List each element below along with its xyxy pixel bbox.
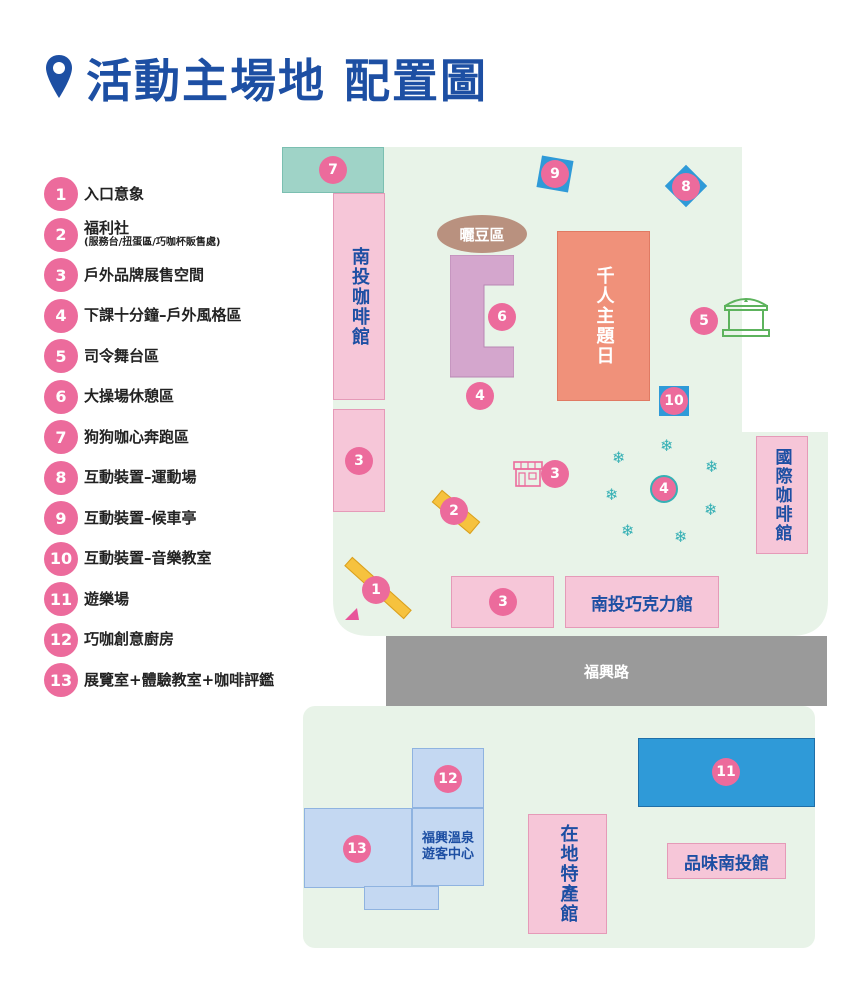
legend-number: 7	[44, 420, 78, 455]
legend-label: 巧咖創意廚房	[84, 630, 175, 649]
legend-item: 7 狗狗咖心奔跑區	[44, 417, 334, 458]
shop-icon	[513, 461, 543, 487]
legend-number: 9	[44, 501, 78, 536]
map-marker-13[interactable]: 13	[343, 835, 371, 863]
legend-number: 10	[44, 541, 78, 576]
legend-item: 5 司令舞台區	[44, 336, 334, 377]
legend-sub-label: (服務台/扭蛋區/巧咖杯販售處)	[84, 237, 221, 249]
legend-label: 福利社(服務台/扭蛋區/巧咖杯販售處)	[84, 220, 220, 249]
map-marker-12[interactable]: 12	[434, 765, 462, 793]
legend-number: 11	[44, 582, 78, 617]
legend-label: 司令舞台區	[84, 346, 160, 365]
legend-number: 4	[44, 298, 78, 333]
theme-day-label: 千人主題日	[593, 266, 615, 366]
legend-label: 入口意象	[84, 184, 145, 203]
legend-number: 5	[44, 339, 78, 374]
title-text: 活動主場地 配置圖	[86, 54, 489, 108]
legend-number: 8	[44, 460, 78, 495]
map-marker-5[interactable]: 5	[690, 307, 718, 335]
area-bean-drying: 曬豆區	[437, 215, 527, 253]
intl-cafe-label: 國際咖啡館	[771, 447, 792, 543]
legend-label: 展覽室+體驗教室+咖啡評鑑	[84, 670, 275, 689]
area-chocolate-hall: 南投巧克力館	[565, 576, 719, 628]
bean-area-label: 曬豆區	[459, 225, 505, 244]
map-marker-3[interactable]: 3	[345, 447, 373, 475]
snowflake-icon: ❄	[612, 448, 626, 467]
legend-item: 11 遊樂場	[44, 579, 334, 620]
road-label: 福興路	[583, 662, 629, 681]
area-exhibition-lower	[364, 886, 439, 910]
legend-number: 2	[44, 217, 78, 252]
legend-number: 12	[44, 622, 78, 657]
map-marker-4[interactable]: 4	[650, 475, 678, 503]
taste-nantou-label: 品味南投館	[684, 853, 769, 874]
legend-item: 8 互動裝置–運動場	[44, 458, 334, 499]
area-booth-left	[333, 409, 385, 512]
map-marker-3[interactable]: 3	[489, 588, 517, 616]
nantou-cafe-label: 南投咖啡館	[349, 246, 370, 347]
legend-label: 互動裝置–候車亭	[84, 508, 197, 527]
map-marker-1[interactable]: 1	[362, 576, 390, 604]
area-taste-nantou: 品味南投館	[667, 843, 786, 879]
map-marker-6[interactable]: 6	[488, 303, 516, 331]
legend-item: 4 下課十分鐘–戶外風格區	[44, 296, 334, 337]
legend-number: 13	[44, 663, 78, 698]
page-title: 活動主場地 配置圖	[44, 48, 488, 108]
snowflake-icon: ❄	[674, 527, 688, 546]
legend-label: 狗狗咖心奔跑區	[84, 427, 190, 446]
area-intl-cafe: 國際咖啡館	[756, 436, 808, 554]
legend-label: 遊樂場	[84, 589, 130, 608]
entrance-arrow-icon	[345, 608, 359, 620]
legend-number: 1	[44, 177, 78, 212]
legend-item: 10 互動裝置–音樂教室	[44, 539, 334, 580]
local-products-label: 在地特產館	[557, 824, 579, 924]
map-marker-9[interactable]: 9	[541, 160, 569, 188]
legend-item: 13 展覽室+體驗教室+咖啡評鑑	[44, 660, 334, 701]
chocolate-hall-label: 南投巧克力館	[591, 594, 693, 615]
snowflake-icon: ❄	[660, 436, 674, 455]
legend-item: 6 大操場休憩區	[44, 377, 334, 418]
snowflake-icon: ❄	[704, 500, 718, 519]
legend-item: 12 巧咖創意廚房	[44, 620, 334, 661]
legend-item: 3 戶外品牌展售空間	[44, 255, 334, 296]
legend-number: 3	[44, 258, 78, 293]
area-local-products: 在地特產館	[528, 814, 607, 934]
snowflake-icon: ❄	[705, 457, 719, 476]
area-rest-zone	[450, 255, 514, 378]
legend-item: 1 入口意象	[44, 174, 334, 215]
map-marker-4[interactable]: 4	[466, 382, 494, 410]
snowflake-icon: ❄	[605, 485, 619, 504]
map-marker-10[interactable]: 10	[660, 387, 688, 415]
legend-number: 6	[44, 379, 78, 414]
legend-label: 互動裝置–運動場	[84, 468, 197, 487]
area-theme-day: 千人主題日	[557, 231, 650, 401]
legend-label: 戶外品牌展售空間	[84, 265, 205, 284]
legend-label: 互動裝置–音樂教室	[84, 549, 212, 568]
location-pin-icon	[46, 55, 72, 98]
legend-item: 9 互動裝置–候車亭	[44, 498, 334, 539]
legend-label: 下課十分鐘–戶外風格區	[84, 306, 242, 325]
map-marker-7[interactable]: 7	[319, 156, 347, 184]
road-fuxing: 福興路	[386, 636, 827, 706]
legend-label-main: 福利社	[84, 219, 130, 238]
visitor-center-label: 福興溫泉遊客中心	[421, 831, 474, 862]
map-marker-8[interactable]: 8	[672, 173, 700, 201]
stage-icon	[722, 298, 770, 337]
legend-label: 大操場休憩區	[84, 387, 175, 406]
map-marker-2[interactable]: 2	[440, 497, 468, 525]
map-marker-3[interactable]: 3	[541, 460, 569, 488]
map-marker-11[interactable]: 11	[712, 758, 740, 786]
area-visitor-center: 福興溫泉遊客中心	[412, 808, 484, 886]
area-nantou-cafe: 南投咖啡館	[333, 193, 385, 400]
snowflake-icon: ❄	[621, 521, 635, 540]
